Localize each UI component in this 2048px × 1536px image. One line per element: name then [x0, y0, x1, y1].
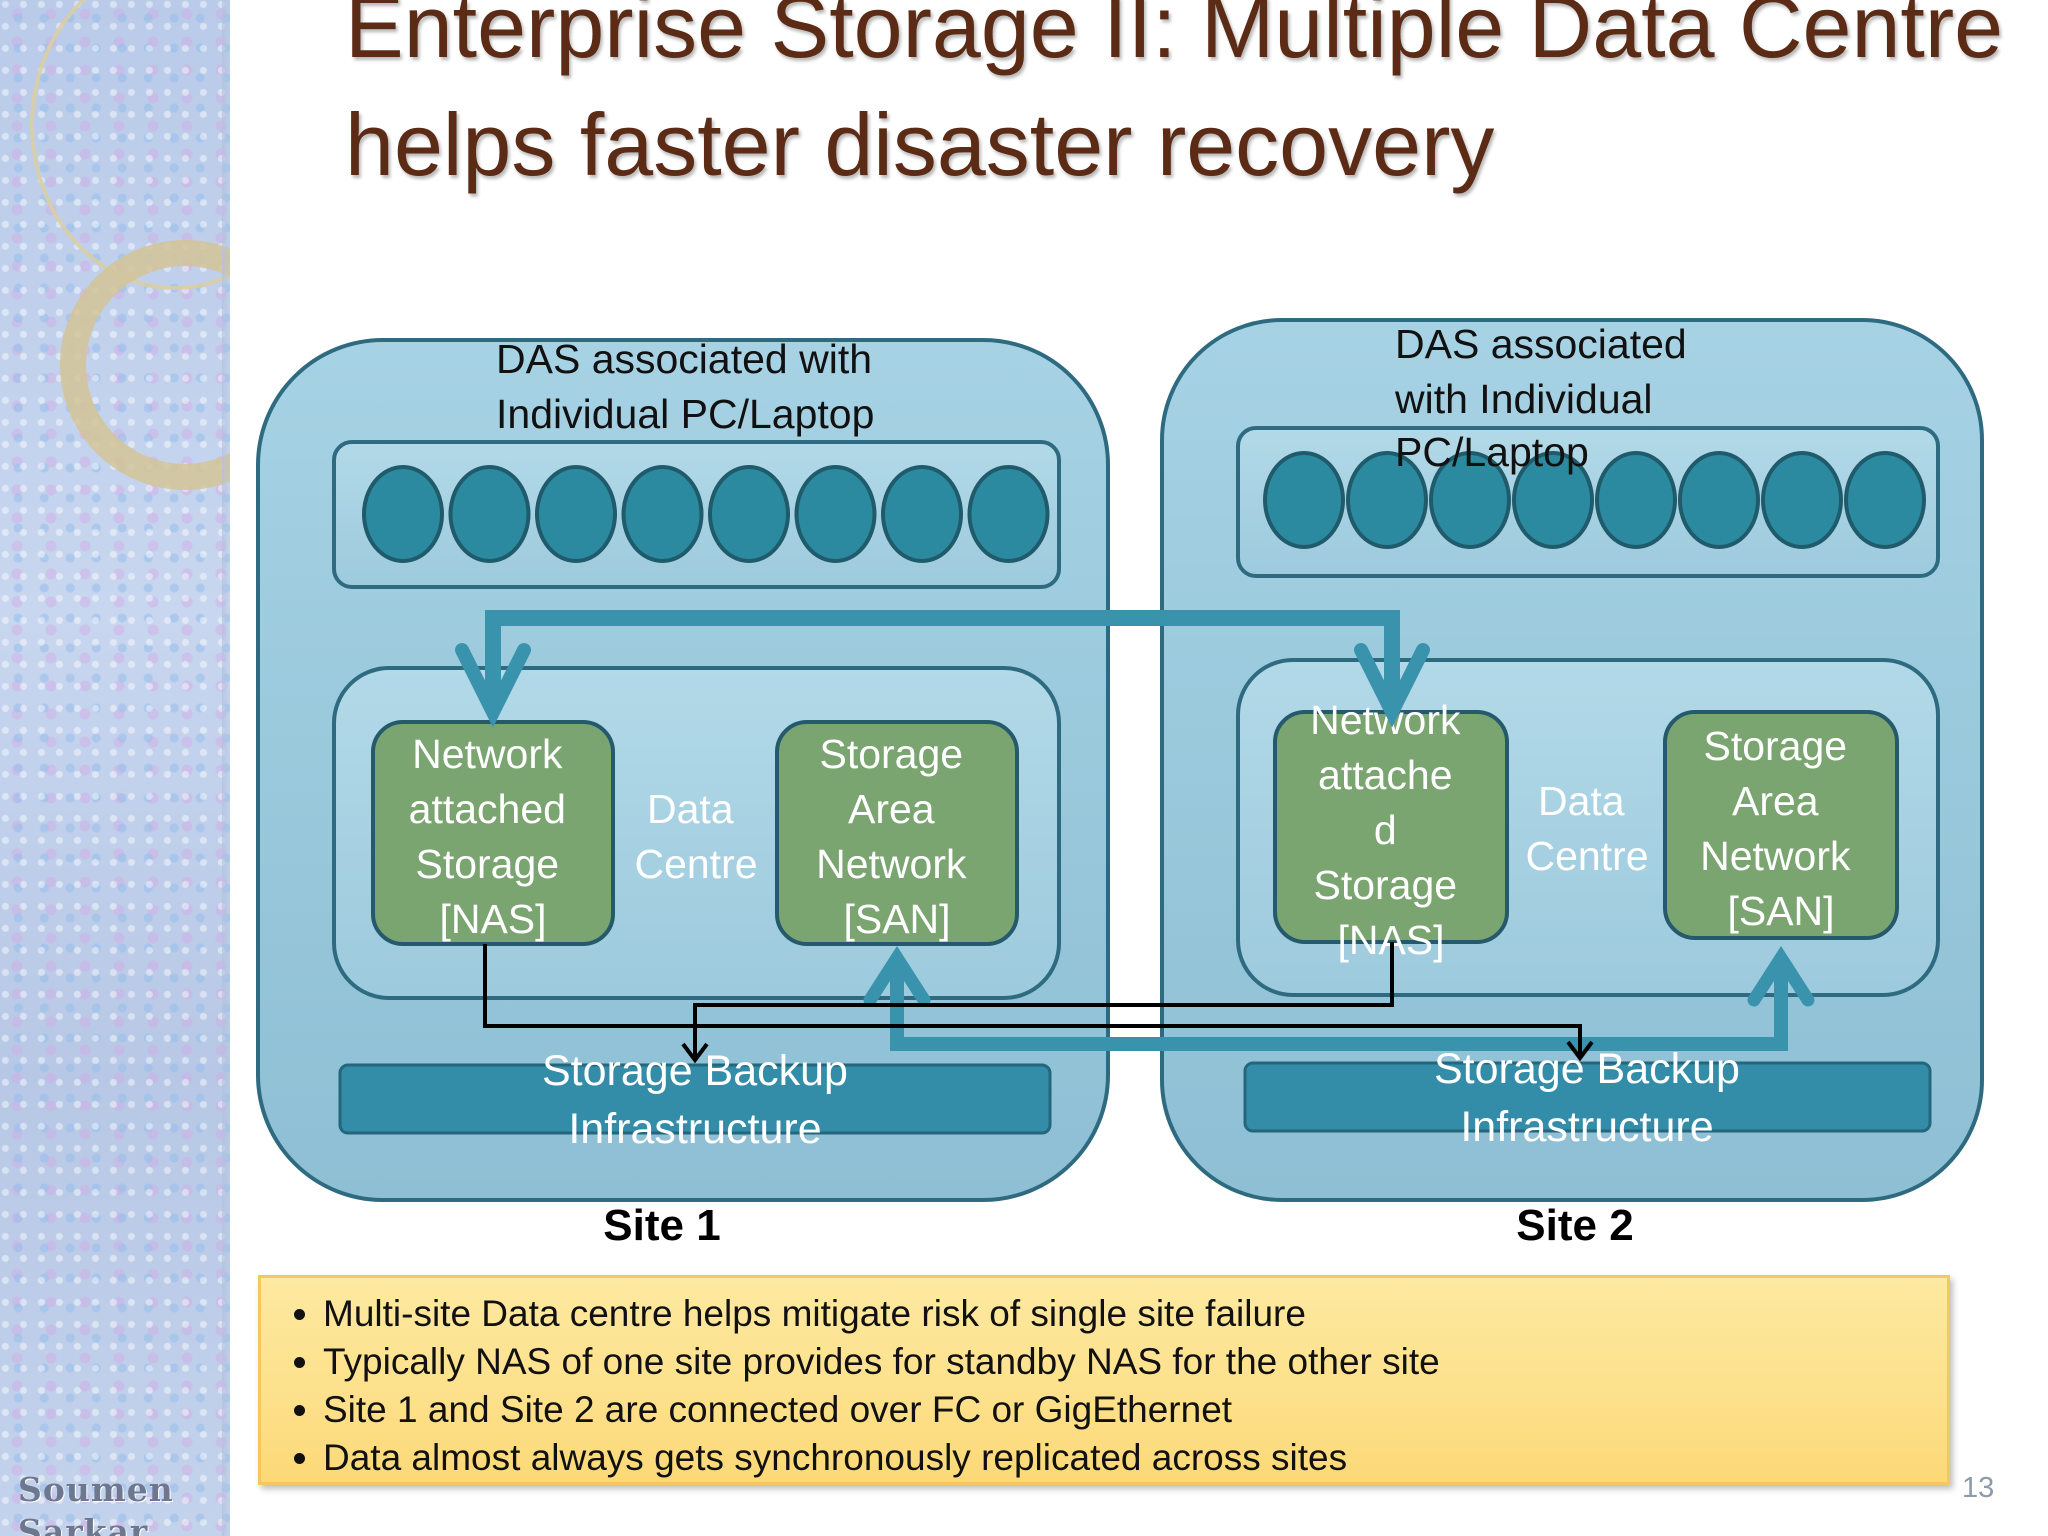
- nas-backup-connectors: [483, 942, 1594, 1064]
- site-1-backup-line-2: Infrastructure: [568, 1105, 821, 1153]
- bullet-item: Data almost always gets synchronously re…: [323, 1434, 1927, 1482]
- site-1-san-box: [775, 720, 1019, 946]
- das-disk: [967, 465, 1050, 563]
- das-disk: [1595, 451, 1677, 549]
- site-2-backup-bar: [1243, 1061, 1932, 1133]
- das-disk: [1263, 451, 1345, 549]
- site-2: DAS associated with Individual PC/Laptop…: [1160, 318, 1984, 1250]
- site-2-nas-label: Network attache d Storage [NAS]: [1310, 697, 1472, 963]
- site-2-das-line-2: with Individual: [1394, 376, 1653, 422]
- bullet-item: Site 1 and Site 2 are connected over FC …: [323, 1386, 1927, 1434]
- site-2-das-disks: [1263, 451, 1926, 549]
- site-2-san-label: Storage Area Network [SAN]: [1700, 723, 1862, 934]
- das-disk: [1429, 451, 1511, 549]
- summary-bullet-box: Multi-site Data centre helps mitigate ri…: [258, 1275, 1950, 1485]
- site-1: DAS associated with Individual PC/Laptop…: [256, 336, 1110, 1250]
- site-2-san-box: [1663, 710, 1899, 940]
- site-1-das-line-1: DAS associated with: [496, 336, 872, 382]
- site-2-das-line-3: PC/Laptop: [1395, 429, 1589, 475]
- site-2-backup-line-2: Infrastructure: [1460, 1103, 1713, 1151]
- site-1-data-centre-label: Data Centre: [634, 786, 757, 887]
- das-disk: [1761, 451, 1843, 549]
- site-2-backup-line-1: Storage Backup: [1434, 1045, 1740, 1093]
- site-2-das-line-1: DAS associated: [1395, 321, 1687, 367]
- das-disk: [535, 465, 617, 563]
- bullet-item: Typically NAS of one site provides for s…: [323, 1338, 1927, 1386]
- das-disk: [794, 465, 877, 563]
- nas-replication-arrow: [455, 610, 1430, 728]
- das-disk: [362, 465, 444, 563]
- site-1-das-disks: [362, 465, 1050, 563]
- bullet-item: Multi-site Data centre helps mitigate ri…: [323, 1290, 1927, 1338]
- slide-title: Enterprise Storage II: Multiple Data Cen…: [345, 0, 2004, 194]
- das-disk: [448, 465, 531, 563]
- das-disk: [708, 465, 790, 563]
- site-1-das-line-2: Individual PC/Laptop: [496, 391, 874, 437]
- das-disk: [1844, 451, 1926, 549]
- site-1-label: Site 1: [603, 1201, 720, 1250]
- site-1-nas-label: Network attached Storage [NAS]: [409, 731, 578, 942]
- das-disk: [1512, 451, 1594, 549]
- author-last-name: Sarkar: [18, 1512, 149, 1536]
- site-1-backup-bar: [338, 1063, 1052, 1135]
- site-2-data-centre-label: Data Centre: [1525, 778, 1648, 879]
- site-2-label: Site 2: [1516, 1201, 1633, 1250]
- strip-edge: [222, 0, 230, 1536]
- page-number: 13: [1962, 1472, 1995, 1504]
- das-disk: [621, 465, 704, 563]
- author-first-name: Soumen: [18, 1470, 174, 1509]
- site-1-san-label: Storage Area Network [SAN]: [816, 731, 978, 942]
- decorative-side-strip: Soumen Sarkar: [0, 0, 230, 1536]
- das-disk: [881, 465, 963, 563]
- das-disk: [1678, 451, 1760, 549]
- das-disk: [1346, 451, 1428, 549]
- summary-bullet-list: Multi-site Data centre helps mitigate ri…: [281, 1290, 1927, 1482]
